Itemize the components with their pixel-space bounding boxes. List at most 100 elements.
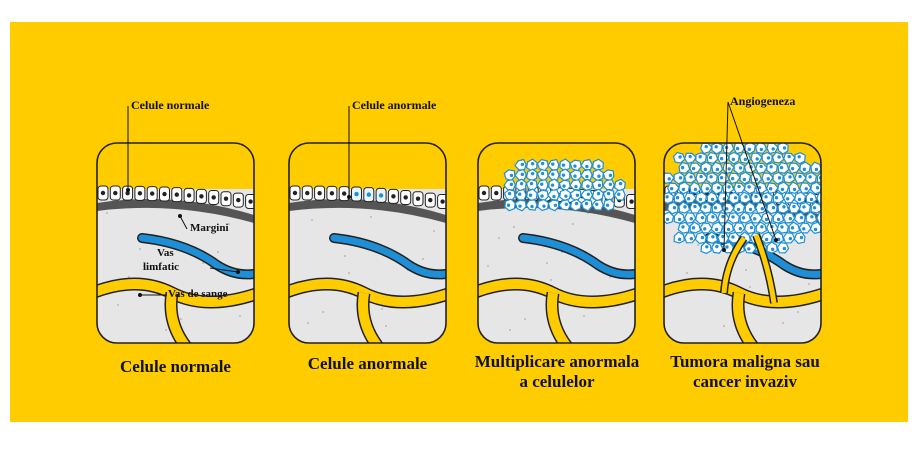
tissue-speck	[239, 315, 241, 317]
tumor-cell-nucleus	[777, 155, 781, 159]
tumor-cell-nucleus	[719, 175, 724, 180]
basement-membrane	[97, 199, 254, 223]
tumor-cell-nucleus	[719, 156, 724, 161]
tumor-cell-nucleus	[716, 186, 721, 190]
tumor-cell-nucleus	[667, 177, 671, 181]
cell-nucleus	[162, 191, 167, 197]
tumor-cell-nucleus	[788, 216, 793, 221]
cell-nucleus	[342, 191, 347, 196]
leader-angiogenesis-2-dot	[774, 238, 778, 242]
tumor-cell-nucleus	[519, 181, 524, 186]
tumor-cell	[793, 211, 806, 225]
tissue-speck	[143, 265, 145, 267]
leader-lymph-vessel-dot	[236, 270, 240, 274]
tumor-cell-nucleus	[678, 155, 682, 159]
caption-abnormal-multiplication-line1: Multiplicare anormala	[474, 352, 640, 371]
blood-vessel-branch	[547, 292, 573, 343]
cell-nucleus	[629, 199, 634, 204]
tumor-cell-nucleus	[759, 164, 763, 169]
tumor-cell-nucleus	[700, 216, 705, 220]
tumor-cell	[772, 211, 785, 224]
tumor-cell-nucleus	[721, 214, 725, 219]
tumor-cell-nucleus	[540, 182, 544, 186]
tissue-speck	[139, 248, 141, 250]
tumor-cell-nucleus	[552, 194, 556, 199]
tumor-cell-nucleus	[809, 197, 814, 202]
tissue-speck	[550, 279, 552, 281]
tumor-cell-nucleus	[669, 187, 674, 191]
tumor-cell-nucleus	[797, 197, 802, 202]
tumor-cell	[694, 231, 707, 245]
tumor-cell-nucleus	[760, 207, 764, 211]
tissue-speck	[202, 262, 204, 264]
tissue-speck	[385, 325, 387, 327]
cell-nucleus	[440, 199, 445, 204]
callout-lymph-vessel-line2: limfatic	[143, 261, 180, 273]
tissue-speck	[128, 276, 130, 278]
tumor-cell-nucleus	[725, 207, 729, 211]
caption-abnormal-multiplication-line2: a celulelor	[519, 372, 595, 391]
tumor-cell-nucleus	[782, 246, 787, 251]
tumor-cell-nucleus	[731, 215, 735, 219]
tumor-cell	[602, 179, 615, 191]
callout-lymph-vessel-line1: Vas	[157, 247, 174, 259]
tumor-cell-nucleus	[776, 217, 781, 222]
tumor-cell-nucleus	[689, 175, 693, 179]
tissue-speck	[370, 216, 372, 218]
leader-normal-cells-dot	[126, 188, 130, 192]
tumor-cell-nucleus	[747, 147, 751, 152]
tissue-speck	[348, 272, 350, 274]
tumor-cell-nucleus	[731, 235, 735, 239]
tumor-cell-nucleus	[675, 196, 680, 200]
tumor-cell-nucleus	[518, 192, 522, 196]
tumor-cell-nucleus	[813, 227, 818, 232]
tumor-cell-nucleus	[710, 197, 715, 202]
tumor-cell-nucleus	[748, 207, 753, 212]
tumor-cell-nucleus	[509, 182, 514, 187]
tumor-cell	[816, 171, 821, 184]
tumor-cell-nucleus	[597, 164, 601, 168]
tumor-cell-nucleus	[730, 176, 735, 181]
angiogenesis-vessel	[721, 236, 747, 294]
leader-lymph-vessel	[209, 267, 239, 273]
lymph-vessel	[519, 234, 635, 278]
blood-vessel-branch	[358, 292, 384, 343]
tumor-cell-nucleus	[596, 191, 601, 196]
tumor-cell-nucleus	[665, 195, 669, 199]
tumor-cell-nucleus	[754, 194, 758, 199]
tumor-cell-nucleus	[802, 167, 807, 172]
caption-normal-cells: Celule normale	[120, 357, 231, 376]
tumor-cell-nucleus	[737, 184, 741, 189]
cell-nucleus	[248, 199, 253, 204]
tumor-cell-nucleus	[738, 166, 743, 170]
tumor-cell	[717, 171, 730, 184]
tumor-cell-nucleus	[714, 145, 718, 149]
tumor-cell-nucleus	[738, 226, 743, 231]
tumor-cell	[602, 169, 615, 182]
callout-blood-vessel: Vas de sange	[168, 288, 228, 300]
callout-abnormal-cells: Celule anormale	[352, 98, 437, 112]
tumor-cell	[772, 191, 785, 204]
tumor-cell	[689, 181, 702, 194]
tumor-cell-nucleus	[542, 204, 546, 208]
callout-angiogenesis: Angiogeneza	[730, 94, 796, 108]
tumor-cell	[514, 158, 527, 171]
tumor-cell-nucleus	[715, 167, 720, 172]
tumor-cell-nucleus	[700, 235, 705, 240]
tumor-cell	[580, 199, 593, 212]
panel-3	[478, 143, 635, 343]
tumor-cell-nucleus	[780, 187, 785, 192]
tumor-cell-nucleus	[689, 217, 694, 221]
tumor-cell-nucleus	[727, 167, 731, 171]
tumor-cell-nucleus	[703, 167, 708, 172]
tumor-cell-nucleus	[771, 147, 775, 151]
tumor-cell	[711, 143, 723, 155]
tumor-cell-nucleus	[733, 196, 738, 200]
tumor-cell-nucleus	[727, 185, 731, 189]
tumor-cell-nucleus	[564, 194, 568, 198]
tissue-speck	[498, 237, 500, 239]
leader-margins	[179, 215, 188, 230]
tissue-speck	[344, 255, 346, 257]
tumor-cell	[678, 161, 691, 174]
leader-angiogenesis-1-dot	[722, 248, 726, 252]
